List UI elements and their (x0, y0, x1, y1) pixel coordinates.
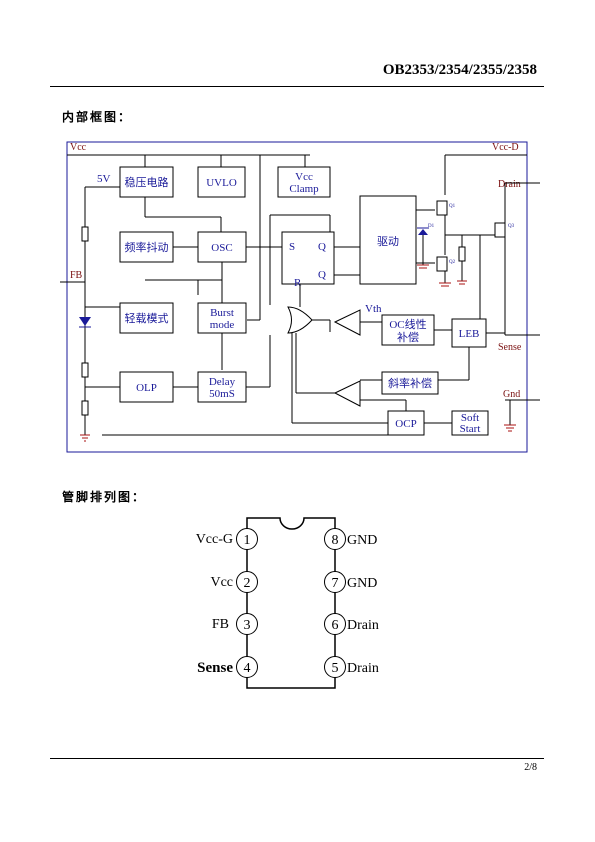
latch-q: Q (318, 241, 326, 253)
block-soft-start-line2: Start (460, 423, 481, 435)
block-oc-line2: 补偿 (397, 330, 419, 344)
block-burst-line2: mode (210, 319, 235, 331)
q1-label: Q1 (449, 204, 456, 209)
block-osc: OSC (211, 242, 232, 254)
block-driver: 驱动 (377, 235, 399, 248)
pin-7-number: 7 (332, 576, 339, 591)
pin-8-number: 8 (332, 533, 339, 548)
section-heading-pinout: 管脚排列图： (62, 490, 147, 504)
pin-3-number: 3 (244, 618, 251, 633)
pin-6-name: Drain (347, 618, 379, 633)
footer-rule (50, 758, 544, 759)
block-uvlo: UVLO (206, 177, 237, 189)
pin-sense-label: Sense (498, 342, 522, 353)
pin-vcc-d-label: Vcc-D (492, 142, 519, 153)
block-ocp: OCP (395, 418, 416, 430)
pin-7: 7 GND (324, 571, 377, 593)
block-vcc-clamp-line1: Vcc (295, 171, 313, 183)
block-oc-line1: OC线性 (389, 317, 426, 331)
pin-8-name: GND (347, 533, 377, 548)
q3-label: Q3 (508, 224, 515, 229)
document-title: OB2353/2354/2355/2358 (382, 62, 537, 78)
pin-1: 1 Vcc-G (196, 528, 258, 550)
block-vcc-clamp-line2: Clamp (289, 183, 319, 195)
label-5v: 5V (97, 173, 111, 185)
pin-6-number: 6 (332, 618, 339, 633)
block-delay-line2: 50mS (209, 388, 235, 400)
pin-gnd-label: Gnd (503, 389, 520, 400)
block-olp: OLP (136, 382, 157, 394)
pinout-diagram: 1 Vcc-G 2 Vcc 3 FB 4 Sense 8 GND 7 GND 6… (196, 517, 379, 689)
block-soft-start-line1: Soft (461, 412, 479, 424)
pin-3: 3 FB (212, 613, 258, 635)
block-freq-jitter: 频率抖动 (125, 240, 169, 254)
latch-q-bar: Q (318, 269, 326, 281)
d1-label: D1 (428, 224, 435, 229)
pin-4-name: Sense (197, 660, 233, 676)
pin-drain-label: Drain (498, 179, 521, 190)
pin-5-name: Drain (347, 661, 379, 676)
ic-package-outline (246, 517, 336, 689)
header-rule (50, 86, 544, 87)
latch-r: R (294, 277, 302, 289)
diagram-frame (66, 141, 528, 453)
section-heading-block-diagram: 内部框图： (62, 110, 133, 124)
pin-vcc-label: Vcc (70, 142, 87, 153)
block-regulator: 稳压电路 (125, 175, 169, 189)
internal-block-diagram: Vcc Vcc-D Drain FB Sense Gnd 5V 稳压电路 UVL… (60, 141, 540, 453)
label-vth: Vth (365, 303, 382, 315)
pin-4: 4 Sense (197, 656, 258, 678)
block-slope-compensation: 斜率补偿 (388, 376, 432, 390)
pin-3-name: FB (212, 617, 229, 632)
pin-1-number: 1 (244, 533, 251, 548)
block-delay-line1: Delay (209, 376, 236, 388)
pin-fb-label: FB (70, 270, 83, 281)
pin-5: 5 Drain (324, 656, 379, 678)
block-burst-line1: Burst (210, 307, 234, 319)
pin-2-number: 2 (244, 576, 251, 591)
block-leb: LEB (459, 328, 480, 340)
page-number: 2/8 (524, 762, 537, 773)
latch-s: S (289, 241, 295, 253)
pin-1-name: Vcc-G (196, 532, 233, 547)
pin-7-name: GND (347, 576, 377, 591)
q2-label: Q2 (449, 260, 456, 265)
pin-8: 8 GND (324, 528, 377, 550)
block-light-load: 轻载模式 (125, 311, 169, 325)
pin-2: 2 Vcc (210, 571, 258, 593)
pin-5-number: 5 (332, 661, 339, 676)
pin-6: 6 Drain (324, 613, 379, 635)
pin-4-number: 4 (244, 661, 251, 676)
pin-2-name: Vcc (210, 575, 233, 590)
